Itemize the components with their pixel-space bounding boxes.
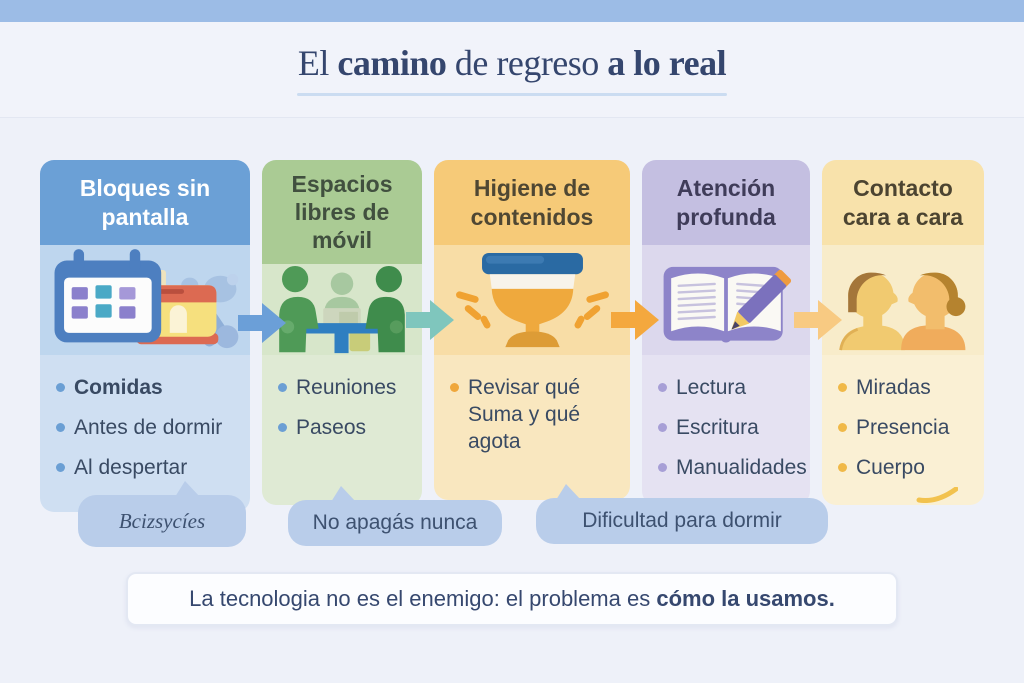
- column-body: Comidas Antes de dormir Al despertar: [40, 355, 250, 512]
- column-body: Lectura Escritura Manualidades: [642, 355, 810, 505]
- column-body: Reuniones Paseos: [262, 355, 422, 505]
- column-header: Espacios libres de móvil: [262, 160, 422, 265]
- arrow-right-icon: [406, 300, 454, 340]
- column-contacto-cara-a-cara: Contacto cara a cara: [822, 160, 984, 505]
- bullet-label: Miradas: [856, 376, 931, 399]
- bullet-item: Miradas: [838, 375, 970, 402]
- column-atencion-profunda: Atención profunda: [642, 160, 810, 505]
- bullet-label: Cuerpo: [856, 455, 925, 479]
- column-body: Revisar qué Suma y qué agota: [434, 355, 630, 500]
- footer-text: La tecnologia no es el enemigo: el probl…: [189, 586, 657, 611]
- bullet-dot: [838, 422, 847, 432]
- column-header: Atención profunda: [642, 160, 810, 245]
- bullet-dot: [658, 383, 667, 392]
- bullet-label: Presencia: [856, 415, 950, 439]
- column-higiene-de-contenidos: Higiene de contenidos: [434, 160, 630, 500]
- column-header: Bloques sin pantalla: [40, 160, 250, 245]
- bullet-dot: [658, 422, 667, 432]
- title-band: El camino de regreso a lo real: [0, 22, 1024, 118]
- people-table-icon: [262, 264, 422, 355]
- bullet-item: Lectura: [658, 375, 796, 402]
- faces-icon: [822, 245, 984, 355]
- bullet-dot: [450, 383, 459, 392]
- title-part: de regreso: [446, 43, 608, 83]
- bullet-label: Revisar qué Suma y qué agota: [468, 376, 581, 453]
- bullet-dot: [278, 383, 287, 392]
- calendar-toaster-icon: [40, 245, 250, 355]
- bullet-item: Reuniones: [278, 375, 408, 402]
- footer-quote: La tecnologia no es el enemigo: el probl…: [126, 572, 898, 626]
- column-espacios-libres-de-movil: Espacios libres de móvil: [262, 160, 422, 505]
- title-part: a lo real: [607, 43, 727, 83]
- arrow-right-icon: [611, 300, 659, 340]
- bullet-dot: [838, 383, 847, 392]
- column-header: Contacto cara a cara: [822, 160, 984, 245]
- bullet-dot: [56, 422, 65, 432]
- decorative-swoosh: [916, 486, 958, 503]
- bullet-label: Comidas: [74, 376, 163, 399]
- footer-bold-text: cómo la usamos: [656, 586, 829, 611]
- book-pencil-icon: [642, 245, 810, 355]
- speech-bubble: Dificultad para dormir: [536, 484, 828, 544]
- column-header: Higiene de contenidos: [434, 160, 630, 245]
- speech-bubble: Bcizsycíes: [78, 481, 246, 547]
- bullet-item: Escritura: [658, 415, 796, 442]
- bullet-label: Lectura: [676, 376, 747, 399]
- bullet-item: Comidas: [56, 375, 236, 402]
- goblet-icon: [434, 245, 630, 355]
- column-body: Miradas Presencia Cuerpo: [822, 355, 984, 505]
- bullet-item: Antes de dormir: [56, 415, 236, 442]
- speech-bubble: No apagás nunca: [288, 486, 502, 546]
- bullet-label: Al despertar: [74, 455, 188, 479]
- bullet-label: Paseos: [296, 415, 367, 439]
- bullet-dot: [278, 422, 287, 432]
- bullet-label: Antes de dormir: [74, 415, 223, 439]
- bullet-item: Cuerpo: [838, 455, 970, 482]
- title-part: camino: [337, 43, 447, 83]
- bullet-item: Paseos: [278, 415, 408, 442]
- top-accent-bar: [0, 0, 1024, 22]
- arrow-right-icon: [794, 300, 842, 340]
- footer-suffix: .: [828, 586, 835, 611]
- bullet-item: Al despertar: [56, 455, 236, 482]
- page-title: El camino de regreso a lo real: [0, 42, 1024, 84]
- bullet-label: Manualidades: [676, 455, 807, 479]
- bullet-dot: [838, 462, 847, 472]
- bullet-label: Reuniones: [296, 376, 397, 399]
- bullet-label: Escritura: [676, 415, 759, 439]
- bullet-dot: [56, 383, 65, 392]
- title-part: El: [297, 43, 338, 83]
- title-underline: [297, 93, 727, 96]
- bullet-dot: [658, 462, 667, 472]
- bullet-item: Manualidades: [658, 455, 807, 482]
- column-bloques-sin-pantalla: Bloques sin pantalla: [40, 160, 250, 512]
- bullet-item: Revisar qué Suma y qué agota: [450, 375, 616, 456]
- steps-row: Bloques sin pantalla: [40, 160, 984, 512]
- arrow-right-icon: [238, 303, 286, 343]
- bullet-item: Presencia: [838, 415, 970, 442]
- bullet-dot: [56, 462, 65, 472]
